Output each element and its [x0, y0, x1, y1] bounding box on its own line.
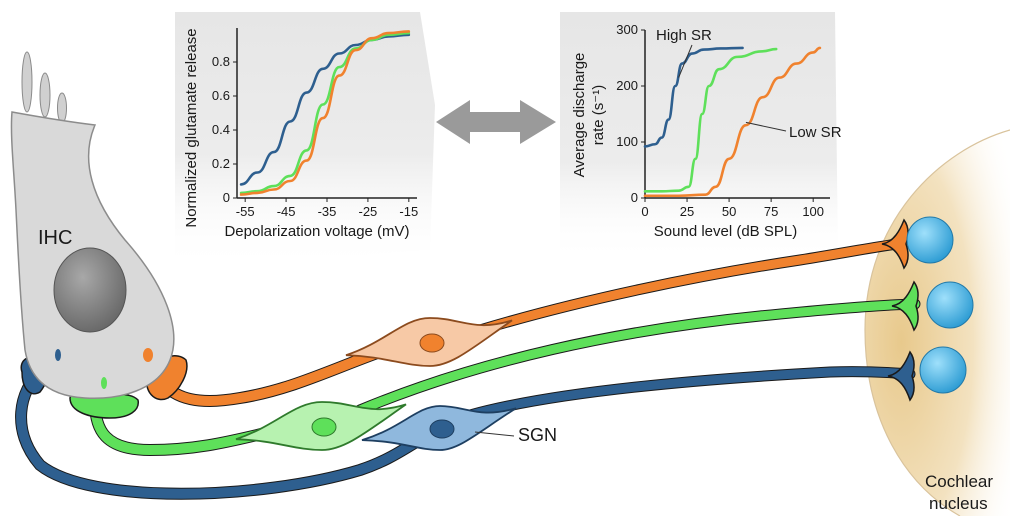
y-tick-label: 100 — [616, 134, 638, 149]
target-sphere-middle — [926, 281, 974, 329]
y-tick-label: 300 — [616, 22, 638, 37]
double-arrow-icon — [436, 100, 556, 144]
series-line-low_sr — [239, 30, 411, 196]
y-axis-label-line2: rate (s⁻¹) — [590, 85, 607, 145]
x-tick-label: -55 — [236, 204, 255, 219]
target-sphere-top — [906, 216, 954, 264]
chart-glutamate-release: -55 -45 -35 -25 -15 0 0.2 0.4 0.6 0.8Depolarizati… — [183, 28, 418, 240]
y-tick-label: 0.2 — [212, 156, 230, 171]
fiber-high-sr-central — [465, 367, 915, 420]
x-tick-label: 0 — [641, 204, 648, 219]
series-line-high_sr — [643, 46, 744, 148]
x-axis-label: Sound level (dB SPL) — [654, 223, 797, 240]
y-tick-label: 0.6 — [212, 88, 230, 103]
chart-panel-left — [175, 12, 435, 270]
series-line-low_sr — [643, 46, 822, 198]
fibers — [15, 218, 921, 500]
stereocilia-2 — [39, 72, 51, 118]
sgn-soma-mid-sr-nucleus — [311, 417, 337, 437]
ihc-nucleus — [53, 247, 127, 333]
y-tick-label: 0 — [223, 190, 230, 205]
inner-hair-cell — [10, 51, 175, 399]
ending-low-sr — [881, 218, 909, 270]
series-label-low-sr-pointer — [745, 121, 787, 132]
fiber-low-sr-central — [475, 238, 910, 335]
series-line-mid_sr — [239, 31, 411, 195]
target-sphere-bottom — [919, 346, 967, 394]
series-label-high-sr-pointer — [678, 44, 693, 78]
series-label-high-sr: High SR — [656, 27, 712, 44]
y-axis-label-line1: Average discharge — [571, 53, 588, 178]
series-label-low-sr: Low SR — [789, 124, 842, 141]
y-tick-label: 200 — [616, 78, 638, 93]
ribbon-high-sr — [55, 349, 61, 361]
cochlear-nucleus-label-line1: Cochlear — [925, 472, 993, 491]
ihc-label: IHC — [38, 227, 72, 249]
sgn-pointer — [474, 431, 515, 437]
x-tick-label: -45 — [277, 204, 296, 219]
stereocilia-3 — [57, 92, 67, 124]
y-tick-label: 0 — [631, 190, 638, 205]
x-tick-label: 50 — [722, 204, 736, 219]
x-tick-label: 75 — [764, 204, 778, 219]
y-tick-label: 0.8 — [212, 54, 230, 69]
series-line-mid_sr — [643, 47, 778, 193]
sgn-label: SGN — [518, 425, 557, 445]
x-tick-label: -25 — [359, 204, 378, 219]
fiber-high-sr-peripheral — [16, 367, 425, 499]
x-tick-label: 100 — [802, 204, 824, 219]
y-axis-label: Normalized glutamate release — [183, 28, 200, 227]
cochlear-nucleus-boundary — [864, 129, 1010, 517]
x-tick-label: 25 — [680, 204, 694, 219]
sgn-soma-low-sr-nucleus — [419, 333, 445, 353]
ribbon-low-sr — [143, 348, 153, 362]
sgn-soma-high-sr-nucleus — [429, 419, 455, 439]
x-axis-label: Depolarization voltage (mV) — [224, 223, 409, 240]
ribbon-mid-sr — [101, 377, 107, 389]
stereocilia-1 — [21, 51, 33, 113]
y-tick-label: 0.4 — [212, 122, 230, 137]
fiber-low-sr-peripheral — [155, 347, 385, 406]
fiber-mid-sr-central — [355, 299, 920, 415]
cochlear-nucleus-label-line2: nucleus — [929, 494, 988, 513]
x-tick-label: -35 — [318, 204, 337, 219]
x-tick-label: -15 — [399, 204, 418, 219]
ending-mid-sr — [891, 280, 919, 332]
ending-high-sr — [887, 350, 915, 402]
